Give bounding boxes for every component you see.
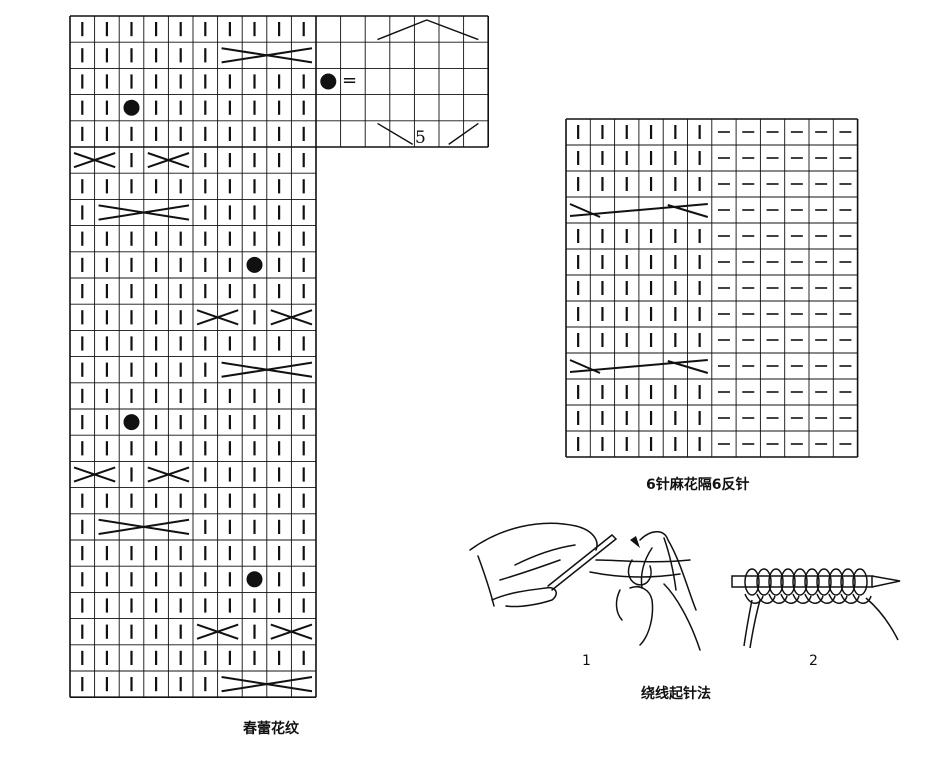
hand-outline-stroke bbox=[477, 555, 495, 607]
bobble-dot bbox=[123, 414, 140, 431]
cable-cross-line bbox=[147, 466, 190, 483]
bobble-dot bbox=[246, 256, 263, 273]
cable-cross-line bbox=[221, 47, 313, 64]
cast-on-loop bbox=[804, 568, 820, 596]
cast-on-loop-base bbox=[780, 593, 800, 604]
bobble-dot bbox=[320, 73, 337, 90]
needle-with-loops-illustration bbox=[731, 568, 901, 649]
cast-on-loop bbox=[780, 568, 796, 596]
decrease-bracket bbox=[377, 19, 479, 41]
cable-cross-line bbox=[73, 152, 116, 169]
equals-symbol: = bbox=[342, 70, 358, 91]
hand-outline-stroke bbox=[663, 583, 701, 651]
needle-tip bbox=[871, 575, 901, 588]
hand-outline-stroke bbox=[663, 537, 677, 591]
cast-on-loop bbox=[840, 568, 856, 596]
working-yarn bbox=[865, 597, 899, 641]
yarn-tail bbox=[749, 599, 761, 649]
cable-cross-line bbox=[569, 203, 601, 218]
knitting-needle bbox=[731, 575, 873, 588]
cable-cross-line bbox=[196, 309, 239, 326]
cast-on-loop-base bbox=[744, 593, 764, 604]
cast-on-loop bbox=[852, 568, 868, 596]
bobble-dot bbox=[246, 571, 263, 588]
chart-spring-bud-pattern bbox=[69, 15, 490, 699]
hand-outline-stroke bbox=[514, 544, 576, 566]
cast-on-loop-base bbox=[768, 593, 788, 604]
hand-outline-stroke bbox=[499, 559, 561, 581]
chart-six-stitch-cable bbox=[565, 118, 859, 458]
cable-cross-line bbox=[221, 361, 313, 378]
hand-outline-stroke bbox=[629, 586, 654, 646]
cast-on-loop-base bbox=[792, 593, 812, 604]
hand-outline-stroke bbox=[627, 559, 652, 586]
cable-cross-line bbox=[667, 360, 709, 374]
cast-on-loop bbox=[792, 568, 808, 596]
cast-on-loop-base bbox=[852, 593, 872, 604]
direction-arrow-icon bbox=[630, 536, 640, 548]
hand-outline-stroke bbox=[595, 559, 691, 563]
hand-winding-illustration bbox=[469, 522, 701, 651]
cable-cross-line bbox=[270, 309, 313, 326]
cast-on-loop bbox=[744, 568, 760, 596]
repeat-count: 5 bbox=[415, 128, 426, 148]
cable-cross-line bbox=[196, 623, 239, 640]
hand-outline-stroke bbox=[547, 534, 613, 587]
cable-cross-line bbox=[270, 623, 313, 640]
cable-cross-line bbox=[147, 152, 190, 169]
cast-on-loop bbox=[756, 568, 772, 596]
hand-outline-stroke bbox=[469, 522, 598, 551]
step-1-label: 1 bbox=[582, 653, 591, 669]
hand-outline-stroke bbox=[615, 589, 623, 621]
chart2-caption: 6针麻花隔6反针 bbox=[646, 477, 750, 493]
cable-cross-line bbox=[667, 204, 709, 218]
cast-on-loop-base bbox=[816, 593, 836, 604]
cast-on-caption: 绕线起针法 bbox=[641, 686, 711, 702]
cast-on-loop bbox=[828, 568, 844, 596]
cable-cross-line bbox=[221, 676, 313, 693]
hand-outline-stroke bbox=[611, 534, 617, 540]
cast-on-loop-base bbox=[756, 593, 776, 604]
cast-on-loop-base bbox=[804, 593, 824, 604]
cast-on-loop bbox=[768, 568, 784, 596]
cable-cross-line bbox=[569, 359, 601, 374]
hand-outline-stroke bbox=[551, 538, 617, 591]
step-2-label: 2 bbox=[809, 653, 818, 669]
bobble-dot bbox=[123, 99, 140, 116]
cast-on-loop bbox=[816, 568, 832, 596]
cable-cross-line bbox=[98, 204, 190, 221]
hand-outline-stroke bbox=[589, 571, 681, 578]
increase-bracket bbox=[377, 122, 414, 145]
hand-outline-stroke bbox=[491, 586, 557, 608]
cable-cross-line bbox=[73, 466, 116, 483]
hand-outline-stroke bbox=[639, 531, 697, 611]
chart1-caption: 春蕾花纹 bbox=[243, 721, 299, 737]
cast-on-loop-base bbox=[840, 593, 860, 604]
cast-on-loop-base bbox=[828, 593, 848, 604]
cable-cross-line bbox=[98, 518, 190, 535]
yarn-tail bbox=[743, 599, 753, 647]
increase-bracket bbox=[448, 122, 479, 145]
